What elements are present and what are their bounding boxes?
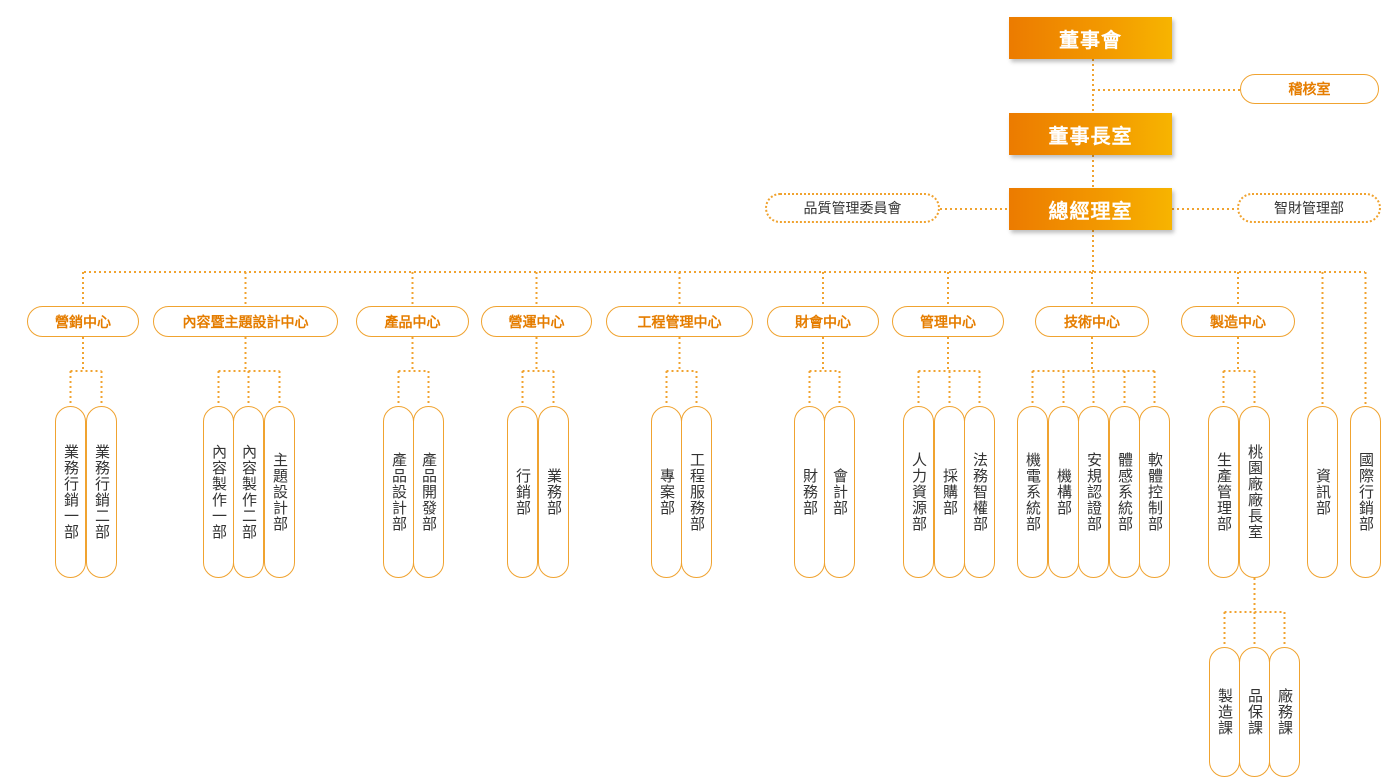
department-box: 業務行銷二部 [86, 406, 117, 578]
department-box: 軟體控制部 [1139, 406, 1170, 578]
direct-department-box: 資訊部 [1307, 406, 1338, 578]
department-box: 財務部 [794, 406, 825, 578]
chairman-office-box: 董事長室 [1009, 113, 1172, 155]
department-box: 機構部 [1048, 406, 1079, 578]
department-box: 產品開發部 [413, 406, 444, 578]
department-box: 桃園廠廠長室 [1239, 406, 1270, 578]
department-label: 業務部 [545, 468, 563, 516]
department-label: 行銷部 [514, 468, 532, 516]
department-label: 工程服務部 [688, 452, 706, 532]
center-box: 工程管理中心 [606, 306, 753, 337]
center-box: 技術中心 [1035, 306, 1149, 337]
department-box: 體感系統部 [1109, 406, 1140, 578]
center-box: 管理中心 [892, 306, 1004, 337]
department-box: 行銷部 [507, 406, 538, 578]
department-label: 業務行銷二部 [93, 444, 111, 540]
section-label: 品保課 [1246, 688, 1264, 736]
department-label: 會計部 [831, 468, 849, 516]
department-label: 桃園廠廠長室 [1246, 444, 1264, 540]
direct-department-box: 國際行銷部 [1350, 406, 1381, 578]
department-label: 安規認證部 [1085, 452, 1103, 532]
department-label: 主題設計部 [271, 452, 289, 532]
department-label: 機電系統部 [1024, 452, 1042, 532]
department-label: 產品設計部 [390, 452, 408, 532]
factory-section-box: 製造課 [1209, 647, 1240, 777]
department-box: 專案部 [651, 406, 682, 578]
department-box: 機電系統部 [1017, 406, 1048, 578]
department-box: 產品設計部 [383, 406, 414, 578]
department-label: 財務部 [801, 468, 819, 516]
ip-department-box: 智財管理部 [1237, 193, 1381, 223]
department-box: 工程服務部 [681, 406, 712, 578]
department-box: 業務部 [538, 406, 569, 578]
center-box: 營銷中心 [27, 306, 139, 337]
department-label: 法務智權部 [971, 452, 989, 532]
department-label: 軟體控制部 [1146, 452, 1164, 532]
department-label: 生產管理部 [1215, 452, 1233, 532]
department-label: 業務行銷一部 [62, 444, 80, 540]
department-box: 內容製作二部 [233, 406, 264, 578]
department-box: 主題設計部 [264, 406, 295, 578]
center-box: 營運中心 [481, 306, 592, 337]
section-label: 製造課 [1216, 688, 1234, 736]
quality-committee-box: 品質管理委員會 [765, 193, 940, 223]
department-box: 安規認證部 [1078, 406, 1109, 578]
gm-office-box: 總經理室 [1009, 188, 1172, 230]
department-box: 會計部 [824, 406, 855, 578]
factory-section-box: 品保課 [1239, 647, 1270, 777]
department-box: 業務行銷一部 [55, 406, 86, 578]
department-label: 專案部 [658, 468, 676, 516]
department-box: 法務智權部 [964, 406, 995, 578]
department-label: 機構部 [1055, 468, 1073, 516]
center-box: 內容暨主題設計中心 [153, 306, 338, 337]
board-box: 董事會 [1009, 17, 1172, 59]
department-box: 內容製作一部 [203, 406, 234, 578]
department-box: 生產管理部 [1208, 406, 1239, 578]
department-label: 資訊部 [1314, 468, 1332, 516]
department-label: 內容製作二部 [240, 444, 258, 540]
department-box: 人力資源部 [903, 406, 934, 578]
section-label: 廠務課 [1276, 688, 1294, 736]
department-box: 採購部 [934, 406, 965, 578]
center-box: 財會中心 [767, 306, 879, 337]
department-label: 採購部 [941, 468, 959, 516]
department-label: 國際行銷部 [1357, 452, 1375, 532]
department-label: 內容製作一部 [210, 444, 228, 540]
center-box: 製造中心 [1181, 306, 1295, 337]
department-label: 體感系統部 [1116, 452, 1134, 532]
department-label: 人力資源部 [910, 452, 928, 532]
audit-office-box: 稽核室 [1240, 74, 1379, 104]
center-box: 產品中心 [356, 306, 469, 337]
department-label: 產品開發部 [420, 452, 438, 532]
factory-section-box: 廠務課 [1269, 647, 1300, 777]
